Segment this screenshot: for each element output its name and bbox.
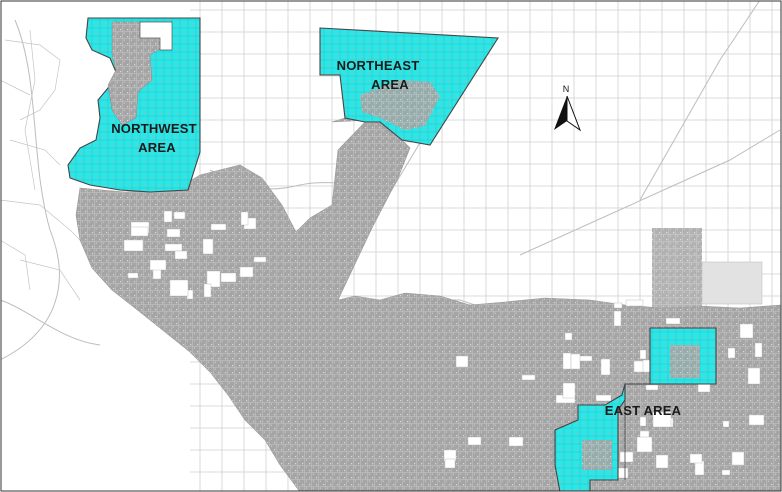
label-northwest-line2: AREA [138,140,176,155]
label-northwest-line1: NORTHWEST [111,121,197,136]
label-east-area: EAST AREA [605,403,682,418]
north-arrow-icon: N [554,84,582,132]
urban-cutouts [123,210,765,479]
label-northeast-line1: NORTHEAST [337,58,420,73]
label-northeast-line2: AREA [371,77,409,92]
northeast-urban-core [360,80,440,130]
northwest-white-pocket [139,21,173,51]
east-area-boundary-detail [624,328,651,480]
east-urban-patches [582,345,700,470]
north-arrow-letter: N [563,84,570,94]
